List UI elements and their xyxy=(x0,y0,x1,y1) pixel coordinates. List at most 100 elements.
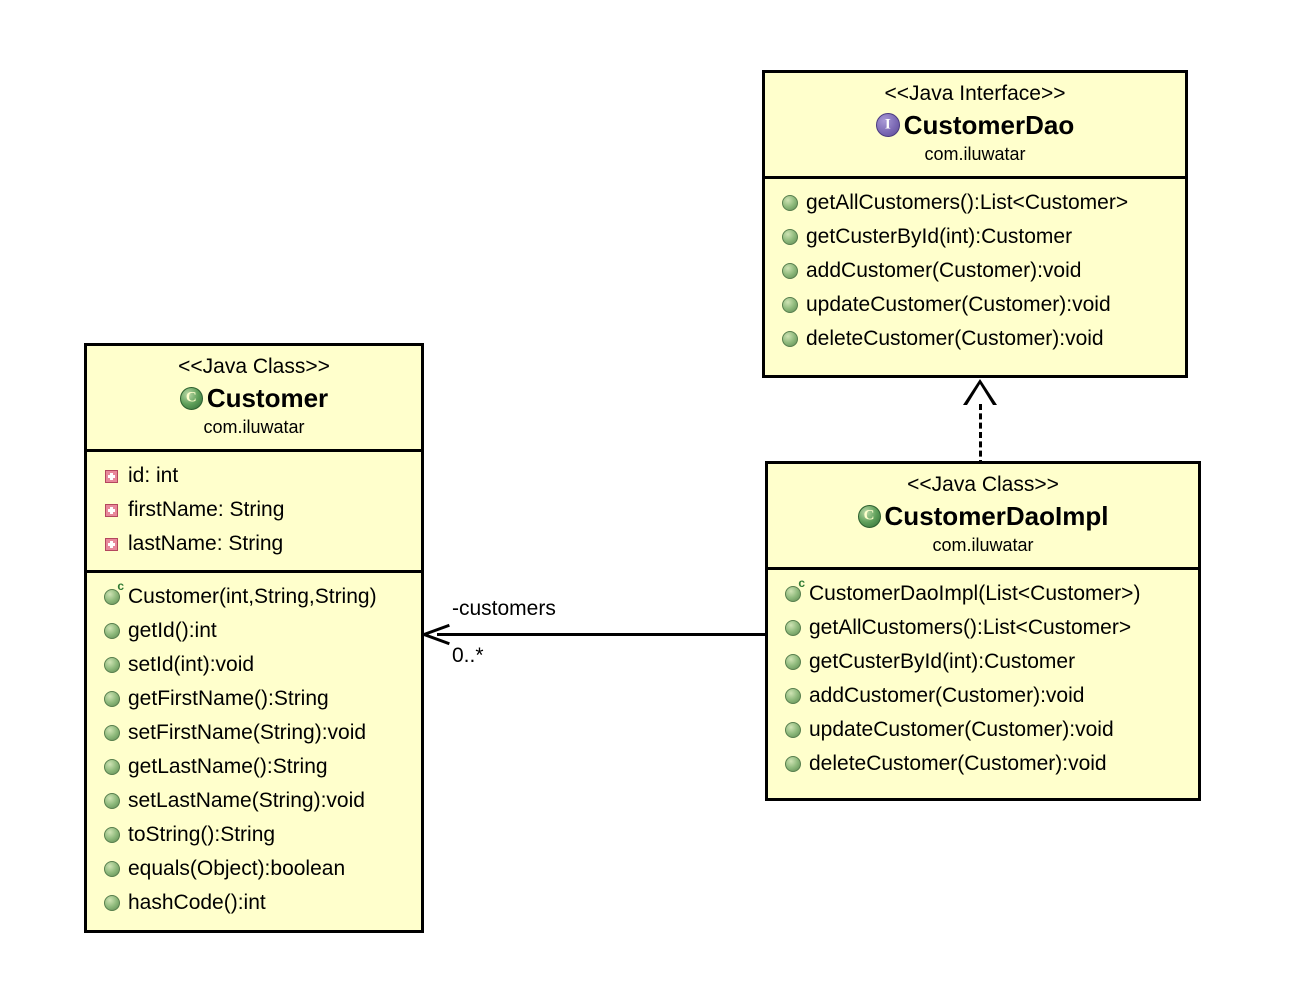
public-method-icon xyxy=(782,263,798,279)
public-method-icon xyxy=(104,895,120,911)
public-method-icon xyxy=(785,722,801,738)
member-label: deleteCustomer(Customer):void xyxy=(809,752,1107,775)
public-method-icon xyxy=(104,623,120,639)
member-row[interactable]: Customer(int,String,String) xyxy=(87,580,421,614)
public-method-icon xyxy=(782,195,798,211)
member-row[interactable]: toString():String xyxy=(87,818,421,852)
constructor-icon xyxy=(104,580,124,605)
member-label: setId(int):void xyxy=(128,653,255,676)
class-box-customer-dao-impl[interactable]: <<Java Class>> CustomerDaoImpl com.iluwa… xyxy=(765,461,1201,801)
private-field-icon xyxy=(105,469,118,483)
member-row[interactable]: deleteCustomer(Customer):void xyxy=(765,322,1185,356)
association-line xyxy=(437,633,765,636)
member-row[interactable]: setLastName(String):void xyxy=(87,784,421,818)
member-label: addCustomer(Customer):void xyxy=(809,684,1085,707)
public-method-icon xyxy=(104,657,120,673)
stereotype-label: <<Java Class>> xyxy=(178,355,330,378)
member-row[interactable]: getAllCustomers():List<Customer> xyxy=(768,611,1198,645)
member-label: getCusterById(int):Customer xyxy=(806,225,1073,248)
field-section-customer: id: int firstName: String lastName: Stri… xyxy=(87,452,421,570)
class-header-customer-dao-impl: <<Java Class>> CustomerDaoImpl com.iluwa… xyxy=(768,464,1198,570)
member-row[interactable]: firstName: String xyxy=(87,493,421,527)
class-name-row: CustomerDaoImpl xyxy=(778,499,1188,533)
member-label: getCusterById(int):Customer xyxy=(809,650,1076,673)
member-row[interactable]: id: int xyxy=(87,459,421,493)
member-row[interactable]: getCusterById(int):Customer xyxy=(768,645,1198,679)
member-row[interactable]: getLastName():String xyxy=(87,750,421,784)
member-label: id: int xyxy=(128,464,179,487)
public-method-icon xyxy=(785,620,801,636)
member-label: toString():String xyxy=(128,823,276,846)
package-label: com.iluwatar xyxy=(203,417,305,437)
member-row[interactable]: updateCustomer(Customer):void xyxy=(765,288,1185,322)
class-box-customer[interactable]: <<Java Class>> Customer com.iluwatar id:… xyxy=(84,343,424,933)
package-label: com.iluwatar xyxy=(924,144,1026,164)
class-name-row: CustomerDao xyxy=(775,108,1175,142)
member-label: updateCustomer(Customer):void xyxy=(809,718,1114,741)
private-field-icon xyxy=(105,537,118,551)
public-method-icon xyxy=(782,297,798,313)
realization-arrowhead xyxy=(963,379,997,405)
member-label: getFirstName():String xyxy=(128,687,329,710)
member-label: deleteCustomer(Customer):void xyxy=(806,327,1104,350)
association-role-label: -customers xyxy=(452,597,556,620)
member-row[interactable]: getFirstName():String xyxy=(87,682,421,716)
member-row[interactable]: updateCustomer(Customer):void xyxy=(768,713,1198,747)
class-header-customer: <<Java Class>> Customer com.iluwatar xyxy=(87,346,421,452)
public-method-icon xyxy=(785,756,801,772)
member-label: equals(Object):boolean xyxy=(128,857,346,880)
member-row[interactable]: hashCode():int xyxy=(87,886,421,920)
association-arrowhead xyxy=(424,621,450,647)
member-label: setLastName(String):void xyxy=(128,789,365,812)
member-label: hashCode():int xyxy=(128,891,266,914)
stereotype-label: <<Java Interface>> xyxy=(884,82,1066,105)
package-label: com.iluwatar xyxy=(932,535,1034,555)
member-row[interactable]: getCusterById(int):Customer xyxy=(765,220,1185,254)
class-box-customer-dao[interactable]: <<Java Interface>> CustomerDao com.iluwa… xyxy=(762,70,1188,378)
public-method-icon xyxy=(104,759,120,775)
method-section-customer: Customer(int,String,String) getId():int … xyxy=(87,570,421,929)
public-method-icon xyxy=(104,691,120,707)
member-label: firstName: String xyxy=(128,498,285,521)
realization-dashed-line xyxy=(979,404,982,466)
member-label: CustomerDaoImpl(List<Customer>) xyxy=(809,582,1141,605)
member-label: getAllCustomers():List<Customer> xyxy=(809,616,1132,639)
member-label: getAllCustomers():List<Customer> xyxy=(806,191,1129,214)
member-row[interactable]: CustomerDaoImpl(List<Customer>) xyxy=(768,577,1198,611)
public-method-icon xyxy=(785,654,801,670)
class-header-customer-dao: <<Java Interface>> CustomerDao com.iluwa… xyxy=(765,73,1185,179)
member-row[interactable]: equals(Object):boolean xyxy=(87,852,421,886)
class-name-label: CustomerDao xyxy=(903,110,1075,140)
public-method-icon xyxy=(104,725,120,741)
public-method-icon xyxy=(104,861,120,877)
member-row[interactable]: addCustomer(Customer):void xyxy=(768,679,1198,713)
method-section-customer-dao: getAllCustomers():List<Customer> getCust… xyxy=(765,179,1185,365)
method-section-customer-dao-impl: CustomerDaoImpl(List<Customer>) getAllCu… xyxy=(768,570,1198,790)
interface-icon xyxy=(875,113,900,137)
member-row[interactable]: lastName: String xyxy=(87,527,421,561)
public-method-icon xyxy=(104,793,120,809)
member-label: updateCustomer(Customer):void xyxy=(806,293,1111,316)
constructor-icon xyxy=(785,577,805,602)
member-label: Customer(int,String,String) xyxy=(128,585,377,608)
class-name-label: Customer xyxy=(206,383,329,413)
member-label: setFirstName(String):void xyxy=(128,721,367,744)
public-method-icon xyxy=(782,229,798,245)
member-label: addCustomer(Customer):void xyxy=(806,259,1082,282)
member-row[interactable]: setId(int):void xyxy=(87,648,421,682)
member-row[interactable]: addCustomer(Customer):void xyxy=(765,254,1185,288)
public-method-icon xyxy=(104,827,120,843)
member-row[interactable]: setFirstName(String):void xyxy=(87,716,421,750)
association-multiplicity-label: 0..* xyxy=(452,644,484,667)
member-row[interactable]: getAllCustomers():List<Customer> xyxy=(765,186,1185,220)
member-row[interactable]: deleteCustomer(Customer):void xyxy=(768,747,1198,781)
public-method-icon xyxy=(782,331,798,347)
class-name-row: Customer xyxy=(97,381,411,415)
member-label: lastName: String xyxy=(128,532,284,555)
member-label: getLastName():String xyxy=(128,755,328,778)
member-row[interactable]: getId():int xyxy=(87,614,421,648)
private-field-icon xyxy=(105,503,118,517)
stereotype-label: <<Java Class>> xyxy=(907,473,1059,496)
public-method-icon xyxy=(785,688,801,704)
class-icon xyxy=(179,386,203,410)
